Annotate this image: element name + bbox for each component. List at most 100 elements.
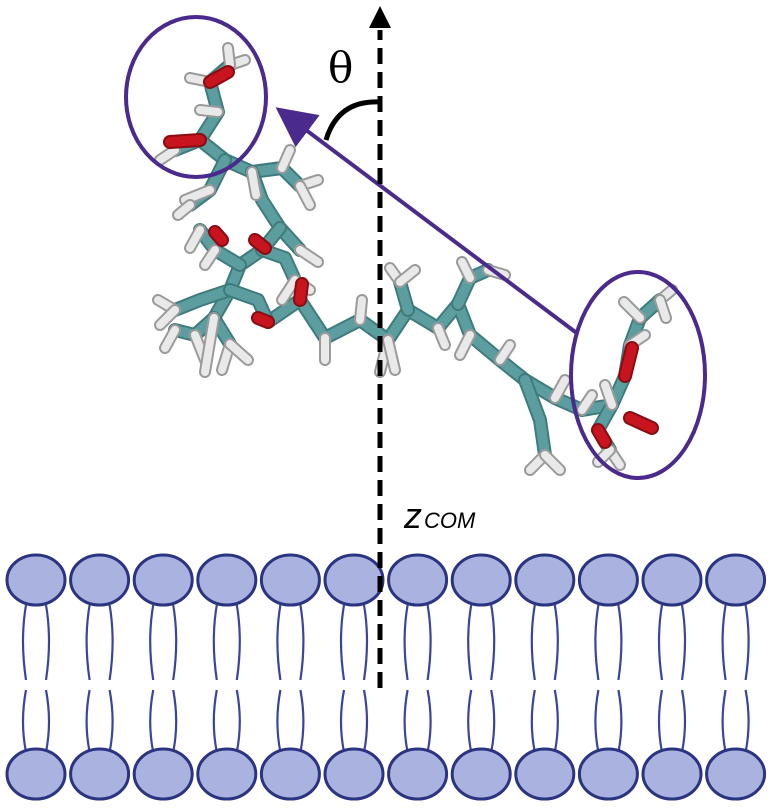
terminal-group-highlight-right [569,270,707,480]
carbon-chain [520,375,550,460]
lipid-tail [553,604,559,681]
lipid-tail [467,604,473,681]
lipid-head-upper [705,553,767,607]
axis-label-main: z [403,495,422,536]
lipid-10 [577,553,639,801]
lipid-tail [235,689,241,753]
lipid-tail [617,604,623,681]
hydrogen-stick [396,266,419,286]
lipid-head-upper [514,553,576,607]
hydrogen-stick [296,182,314,209]
lipid-head-upper [323,553,385,607]
lipid-tail [721,604,727,681]
lipid-head-lower [132,747,194,801]
molecule-model [152,42,678,476]
lipid-bilayer [5,553,767,801]
lipid-tail [680,604,687,681]
lipid-tail [530,604,536,681]
hydrogen-stick [161,326,179,352]
hydrogen-stick [601,381,616,409]
lipid-head-upper [196,553,258,607]
lipid-tail [339,604,346,681]
axis-label: zCOM [403,495,476,536]
hydrogen-stick [174,201,194,219]
lipid-tail [299,604,305,681]
lipid-head-lower [196,747,258,801]
terminal-group-highlight-left [124,15,268,179]
lipid-tail [212,689,218,753]
lipid-tail [594,604,600,681]
lipid-1 [5,553,67,801]
lipid-head-lower [259,747,321,801]
hydrogen-stick [278,146,294,172]
lipid-tail [339,689,346,753]
oxygen-stick [205,67,233,87]
hydrogen-stick [224,44,234,69]
lipid-tail [657,604,664,681]
lipid-tail [108,689,114,753]
hydrogen-stick [278,276,299,304]
oxygen-stick [165,135,205,147]
oxygen-stick [625,413,657,433]
hydrogen-stick [201,246,219,269]
hydrogen-stick [541,451,564,474]
lipid-head-lower [323,747,385,801]
lipid-tail [530,689,536,753]
lipid-head-upper [450,553,512,607]
lipid-head-lower [5,747,67,801]
lipid-tail [21,604,28,681]
hydrogen-stick [620,298,644,322]
hydrogen-stick [578,391,596,414]
oxygen-stick [620,343,637,381]
lipid-tail [44,689,51,753]
arrow-up-icon [369,6,391,28]
lipid-tail [490,604,496,681]
hydrogen-stick [226,340,252,364]
hydrogen-stick [656,296,670,322]
lipid-tail [21,689,28,753]
lipid-5 [259,553,321,801]
oxygen-stick [210,227,227,245]
lipid-head-lower [641,747,703,801]
lipid-head-lower [387,747,449,801]
lipid-tail [617,689,623,753]
lipid-tail [276,689,282,753]
hydrogen-stick [458,258,474,282]
lipid-2 [69,553,131,801]
lipid-head-upper [641,553,703,607]
lipid-tail [149,689,155,753]
lipid-head-upper [387,553,449,607]
lipid-tail [403,604,409,681]
lipid-head-lower [705,747,767,801]
axis-label-subscript: COM [424,508,476,533]
lipid-head-upper [5,553,67,607]
hydrogen-stick [156,146,179,164]
lipid-tail [85,604,91,681]
oxygen-stick [253,313,273,327]
hydrogen-stick [496,341,514,364]
lipid-3 [132,553,194,801]
hydrogen-stick [248,168,260,199]
hydrogen-stick [296,246,322,266]
lipid-tail [235,604,241,681]
lipid-12 [705,553,767,801]
lipid-tail [553,689,559,753]
lipid-tail [403,689,409,753]
lipid-tail [362,604,369,681]
hydrogen-stick [434,324,449,349]
hydrogen-stick [551,376,569,402]
lipid-tail [744,689,750,753]
end-to-end-vector [275,107,580,336]
lipid-head-upper [69,553,131,607]
molecule-oxygens [163,65,659,449]
hydrogen-stick [356,296,366,324]
lipid-tail [44,604,51,681]
lipid-tail [276,604,282,681]
lipid-head-upper [259,553,321,607]
lipid-9 [514,553,576,801]
lipid-tail [721,689,727,753]
lipid-6 [323,553,385,801]
lipid-head-lower [450,747,512,801]
lipid-tail [426,604,432,681]
